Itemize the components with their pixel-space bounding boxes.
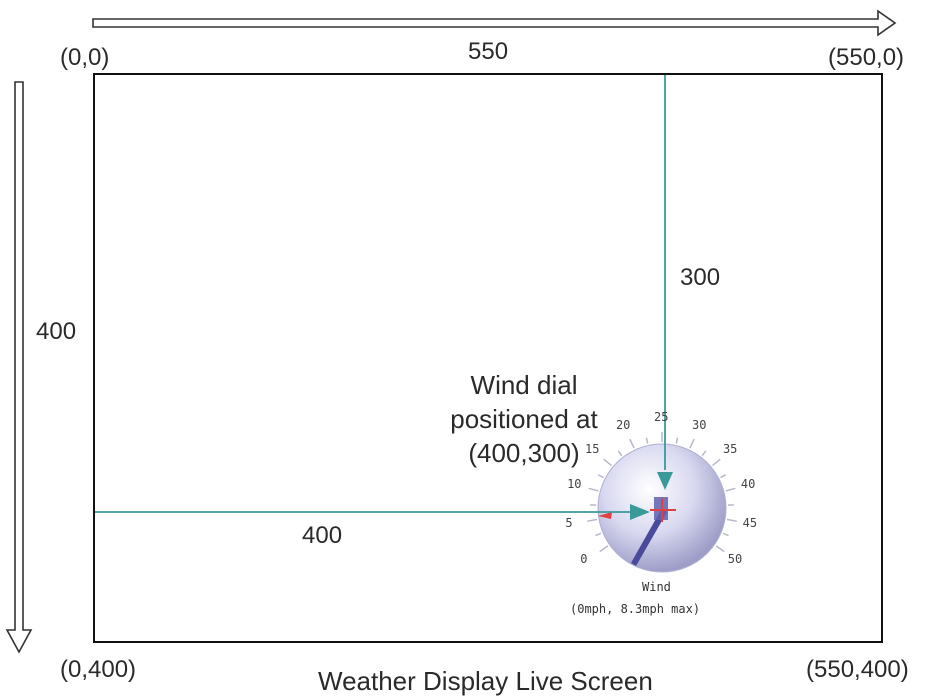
dial-tick-label: 5 [565,515,573,530]
dial-tick-label: 35 [722,442,738,457]
x-guide-line [95,504,650,520]
note-line-1: Wind dial [470,370,578,400]
height-arrow [5,81,33,654]
dial-tick [595,532,602,537]
dial-tick [715,545,725,553]
dial-tick [726,518,737,522]
dial-tick-label: 10 [567,476,582,491]
dial-tick-label: 20 [615,418,631,433]
dial-tick [712,458,721,467]
max-marker [650,498,676,522]
dial-tick-label: 30 [692,418,707,433]
y-guide-line [657,73,673,490]
x-offset-label: 400 [302,522,343,549]
height-label: 400 [36,318,77,345]
dial-tick [587,518,598,522]
width-arrow [92,9,897,37]
screen-caption: Weather Display Live Screen [318,666,653,696]
corner-top-left: (0,0) [60,44,110,71]
dial-tick-label: 15 [585,442,600,457]
dial-tick [597,474,604,479]
dial-label: Wind [642,580,671,594]
dial-tick-label: 40 [740,476,756,491]
dial-tick [722,532,729,537]
corner-bottom-left: (0,400) [60,656,137,683]
dial-tick-label: 25 [654,410,669,424]
dial-position-note: Wind dial positioned at (400,300) [432,368,616,470]
dial-tick [599,545,609,553]
current-marker [598,512,612,519]
dial-tick-label: 45 [742,515,758,530]
dial-tick [645,437,649,444]
dial-tick [675,437,679,444]
dial-tick [689,438,695,449]
dial-tick [629,438,635,449]
dial-tick [720,474,727,479]
dial-tick [617,450,623,457]
dial-needle [631,508,667,566]
dial-tick [701,450,707,457]
corner-top-right: (550,0) [828,44,905,71]
y-offset-label: 300 [680,264,721,291]
dial-tick-label: 50 [727,551,743,566]
width-label: 550 [468,38,509,65]
dial-tick-marks [587,432,737,553]
screen-frame [93,73,883,643]
dial-tick-label: 0 [580,551,588,566]
note-line-2: positioned at [450,404,598,434]
dial-tick [725,487,736,492]
corner-bottom-right: (550,400) [806,656,909,683]
dial-tick [588,487,599,492]
wind-dial [587,432,737,573]
dial-sub-label: (0mph, 8.3mph max) [570,602,701,616]
dial-tick [603,458,612,467]
note-line-3: (400,300) [468,438,580,468]
